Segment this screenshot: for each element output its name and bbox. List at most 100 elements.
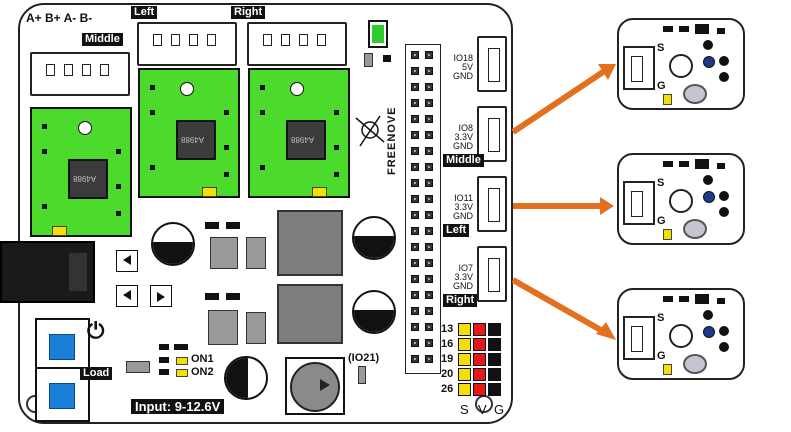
- servo-pin-number: 13: [441, 323, 454, 335]
- module-s-label: S: [657, 177, 665, 189]
- gpio-pin: [425, 163, 433, 171]
- on2-label: ON2: [191, 366, 214, 378]
- port-tag: Right: [443, 294, 478, 307]
- mounting-hole: [475, 395, 493, 413]
- servo-header-pin: [488, 353, 501, 366]
- sensor-connector: [477, 36, 507, 92]
- gpio-pin: [411, 83, 419, 91]
- button-left-2[interactable]: [116, 285, 138, 307]
- module-s-label: S: [657, 312, 665, 324]
- port-voltage-label: 5V: [461, 62, 473, 72]
- port-voltage-label: 3.3V: [454, 202, 473, 212]
- middle-motor-connector: [30, 52, 130, 96]
- arrow-to-bottom-module: [511, 277, 608, 336]
- servo-header-pin: [488, 338, 501, 351]
- left-motor-connector: [137, 22, 237, 66]
- power-switch[interactable]: [35, 318, 90, 373]
- on1-led: [176, 357, 188, 365]
- servo-pin-number: 26: [441, 383, 454, 395]
- capacitor: [352, 290, 396, 334]
- servo-header-pin: [488, 323, 501, 336]
- gpio-pin: [411, 227, 419, 235]
- inductor: [277, 210, 343, 276]
- left-label: Left: [131, 6, 158, 19]
- regulator: [210, 237, 238, 269]
- gpio-pin: [411, 67, 419, 75]
- on1-label: ON1: [191, 353, 214, 365]
- servo-s-label: S: [460, 402, 469, 417]
- port-tag: Left: [443, 224, 470, 237]
- servo-pin-number: 20: [441, 368, 454, 380]
- servo-header-pin: [458, 383, 471, 396]
- gpio-pin: [425, 211, 433, 219]
- gpio-pin: [411, 275, 419, 283]
- module-connector: [623, 46, 655, 90]
- gpio-pin: [425, 147, 433, 155]
- gpio-pin: [425, 195, 433, 203]
- gpio-pin: [425, 115, 433, 123]
- brand-label: FREENOVE: [386, 106, 398, 175]
- gpio-pin: [425, 291, 433, 299]
- regulator: [208, 310, 238, 345]
- gpio-pin: [411, 323, 419, 331]
- module-connector: [623, 316, 655, 360]
- on2-led: [176, 369, 188, 377]
- right-driver-board: A4988: [248, 68, 350, 198]
- module-g-label: G: [657, 215, 666, 227]
- servo-header-pin: [473, 368, 486, 381]
- gpio-pin: [425, 275, 433, 283]
- gpio-pin: [411, 307, 419, 315]
- servo-pin-number: 19: [441, 353, 454, 365]
- photoresistor: [683, 219, 707, 239]
- gpio-pin: [425, 51, 433, 59]
- power-led: [368, 20, 388, 48]
- gpio-pin: [425, 67, 433, 75]
- gpio-pin: [411, 211, 419, 219]
- smd-component: [383, 55, 391, 62]
- port-gnd-label: GND: [453, 281, 473, 291]
- servo-header-pin: [458, 338, 471, 351]
- regulator: [246, 312, 266, 344]
- module-connector: [623, 181, 655, 225]
- sensor-connector: [477, 246, 507, 302]
- servo-header-pin: [473, 383, 486, 396]
- gpio-pin: [411, 179, 419, 187]
- gpio-pin: [425, 83, 433, 91]
- servo-header-pin: [473, 353, 486, 366]
- button-left[interactable]: [116, 250, 138, 272]
- gpio-pin: [425, 323, 433, 331]
- photoresistor: [683, 354, 707, 374]
- gpio-pin: [425, 339, 433, 347]
- mounting-hole: [669, 54, 693, 78]
- module-g-label: G: [657, 80, 666, 92]
- gpio-pin: [411, 195, 419, 203]
- mounting-hole: [669, 189, 693, 213]
- gpio-pin: [425, 307, 433, 315]
- power-pins-label: A+ B+ A- B-: [26, 11, 93, 25]
- port-io-label: IO7: [458, 263, 473, 273]
- port-voltage-label: 3.3V: [454, 132, 473, 142]
- port-io-label: IO18: [453, 53, 473, 63]
- led: [358, 366, 366, 384]
- capacitor: [352, 216, 396, 260]
- power-jack: [0, 241, 95, 303]
- load-label: Load: [80, 367, 113, 380]
- power-icon: ⏻: [87, 318, 105, 343]
- gpio-pin: [411, 243, 419, 251]
- freenove-logo-icon: [355, 115, 385, 147]
- port-tag: Middle: [443, 154, 484, 167]
- middle-driver-board: A4988: [30, 107, 132, 237]
- gpio-pin: [425, 243, 433, 251]
- button-right[interactable]: [150, 285, 172, 307]
- right-label: Right: [231, 6, 266, 19]
- servo-g-label: G: [494, 402, 505, 417]
- gpio-pin: [425, 131, 433, 139]
- middle-label: Middle: [82, 33, 123, 46]
- gpio-pin: [411, 131, 419, 139]
- gpio-pin: [411, 115, 419, 123]
- module-g-label: G: [657, 350, 666, 362]
- servo-header-pin: [488, 368, 501, 381]
